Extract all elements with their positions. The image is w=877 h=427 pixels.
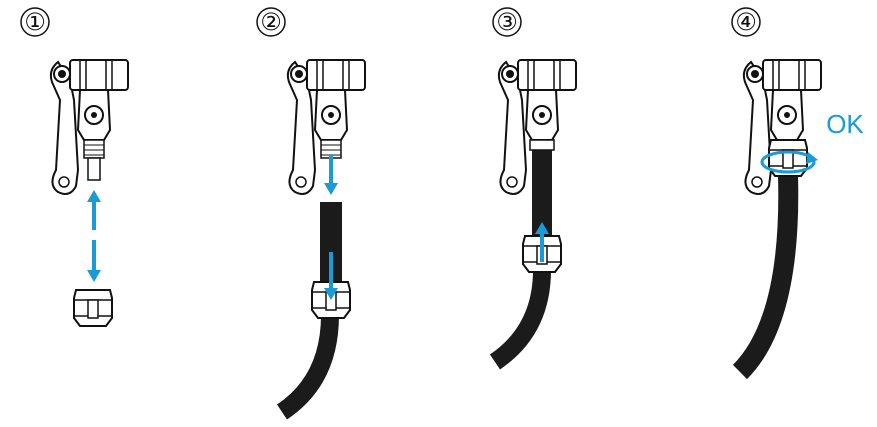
arrow-up-icon: [535, 222, 549, 262]
step-4-number: ④: [735, 8, 757, 36]
threaded-nipple: [529, 139, 555, 151]
arrow-up-icon: [87, 190, 101, 230]
step-3: ③: [489, 7, 577, 370]
hose-icon: [489, 269, 551, 370]
arrow-down-icon: [324, 155, 338, 195]
hose-end: [532, 148, 552, 240]
pump-head-icon: [286, 59, 366, 195]
step-3-number: ③: [496, 8, 518, 36]
arrow-down-icon: [87, 240, 101, 282]
hose-icon: [732, 174, 799, 380]
hose-barb: [87, 157, 101, 181]
step-2-number: ②: [260, 8, 282, 36]
rotate-icon: [760, 150, 818, 174]
step-4: ④ OK: [731, 7, 864, 380]
step-2: ②: [256, 7, 366, 420]
hose-end: [320, 202, 342, 290]
step-1-badge: [20, 7, 50, 37]
step-1: ①: [20, 7, 129, 327]
step-1-number: ①: [24, 8, 46, 36]
arrow-down-icon: [324, 252, 338, 300]
collar-icon: [73, 289, 113, 327]
ok-label: OK: [826, 109, 864, 139]
threaded-nipple: [83, 139, 105, 159]
hose-icon: [276, 314, 339, 420]
